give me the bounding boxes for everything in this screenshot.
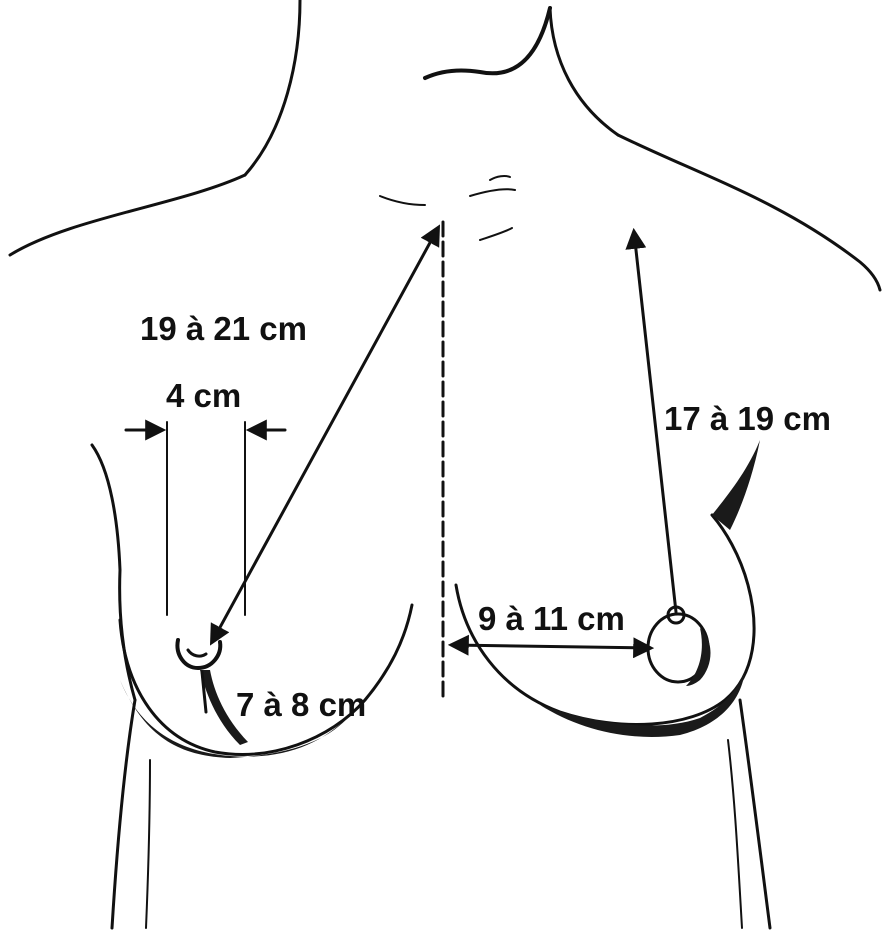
label-midline-distance: 9 à 11 cm bbox=[478, 600, 625, 637]
clavicle-marks bbox=[380, 176, 515, 240]
label-oblique-distance: 19 à 21 cm bbox=[140, 310, 307, 347]
right-breast-outline bbox=[456, 440, 770, 928]
shoulder-outline bbox=[10, 135, 880, 290]
right-areola bbox=[648, 607, 711, 686]
label-areola-width: 4 cm bbox=[166, 377, 241, 414]
neck-outline bbox=[245, 0, 618, 175]
midline-to-nipple-line bbox=[452, 645, 650, 648]
label-vertical-distance: 17 à 19 cm bbox=[664, 400, 831, 437]
label-fold-distance: 7 à 8 cm bbox=[236, 686, 366, 723]
